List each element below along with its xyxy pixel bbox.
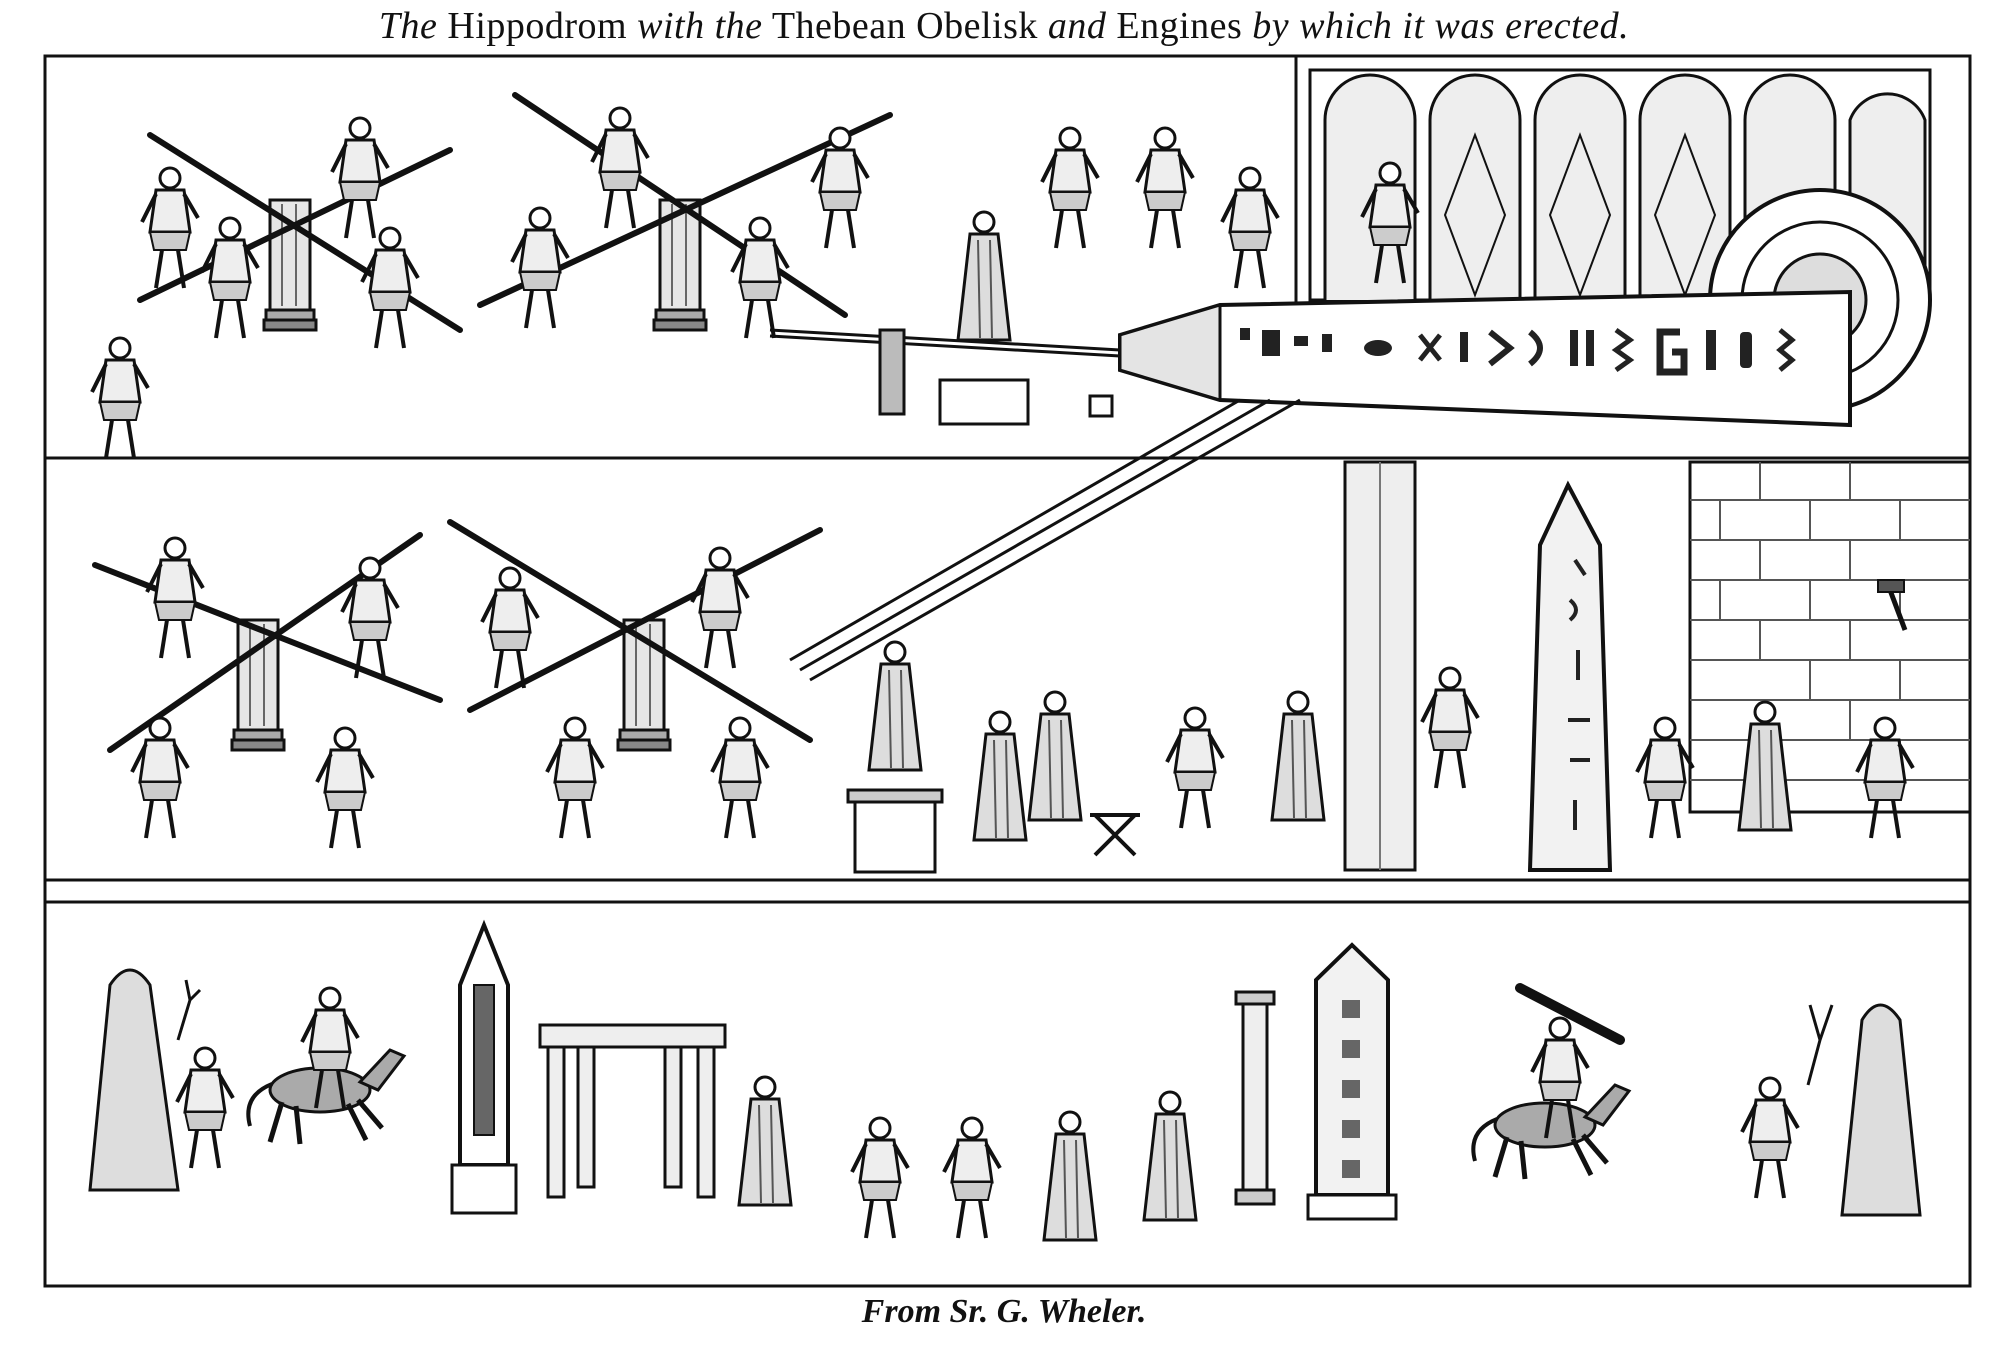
bottom-panel (88, 919, 1922, 1242)
robed-man-bottom (1142, 1090, 1198, 1222)
small-obelisk (450, 919, 518, 1215)
lying-obelisk (1118, 289, 1852, 428)
official-on-plinth (956, 210, 1012, 342)
portico (538, 1023, 727, 1199)
kneeling-figure (850, 1116, 910, 1240)
robed-woman-2 (1027, 690, 1083, 822)
plate-title: The Hippodrom with the Thebean Obelisk a… (0, 2, 2008, 50)
top-panel (90, 68, 1932, 682)
presenting-figure (942, 1116, 1002, 1240)
worker-m3 (340, 556, 400, 680)
torchbearer-right (1740, 1076, 1800, 1200)
statue-figure (867, 640, 923, 772)
standing-man-2 (1220, 166, 1280, 290)
tall-obelisk (1306, 942, 1398, 1221)
worker-m1 (145, 536, 205, 660)
robed-woman-bottom (1042, 1110, 1098, 1242)
standing-obelisk (1527, 480, 1613, 872)
worker-m6 (545, 716, 605, 840)
worker-3 (330, 116, 390, 240)
brick-wall (1688, 460, 1972, 814)
title-word-hippodrom: Hippodrom (447, 5, 628, 47)
torchbearer-left (175, 1046, 235, 1170)
worker-m8 (710, 716, 770, 840)
worker-m4 (315, 726, 375, 850)
title-word-and: and (1047, 5, 1107, 47)
worker-5 (510, 206, 570, 330)
title-word-engines: Engines (1116, 5, 1243, 47)
capstan-left-middle (230, 618, 286, 752)
worker-m7 (690, 546, 750, 670)
robed-pointing (737, 1075, 793, 1207)
worker-7 (730, 216, 790, 340)
middle-panel (92, 460, 1972, 874)
title-word-thebean-obelisk: Thebean Obelisk (771, 5, 1038, 47)
meta-stone-right (1840, 1003, 1922, 1217)
worker-m5 (480, 566, 540, 690)
title-word-with-the: with the (637, 5, 763, 47)
robed-man (1270, 690, 1326, 822)
worker-m2 (130, 716, 190, 840)
single-column (1234, 990, 1276, 1206)
standing-man-1 (1135, 126, 1195, 250)
plate-credit: From Sr. G. Wheler. (861, 1293, 1147, 1330)
kneeling-man (1635, 716, 1695, 840)
worker-1 (140, 166, 200, 290)
child-figure (90, 336, 150, 460)
lifting-man (1420, 666, 1480, 790)
pointing-man (1040, 126, 1100, 250)
robed-woman-1 (972, 710, 1028, 842)
meta-stone-left (88, 968, 180, 1192)
worker-2 (200, 216, 260, 340)
gesturing-man (1165, 706, 1225, 830)
title-word-the: The (378, 5, 438, 47)
worker-6 (590, 106, 650, 230)
worker-4 (360, 226, 420, 350)
title-word-erected: by which it was erected. (1252, 5, 1630, 47)
